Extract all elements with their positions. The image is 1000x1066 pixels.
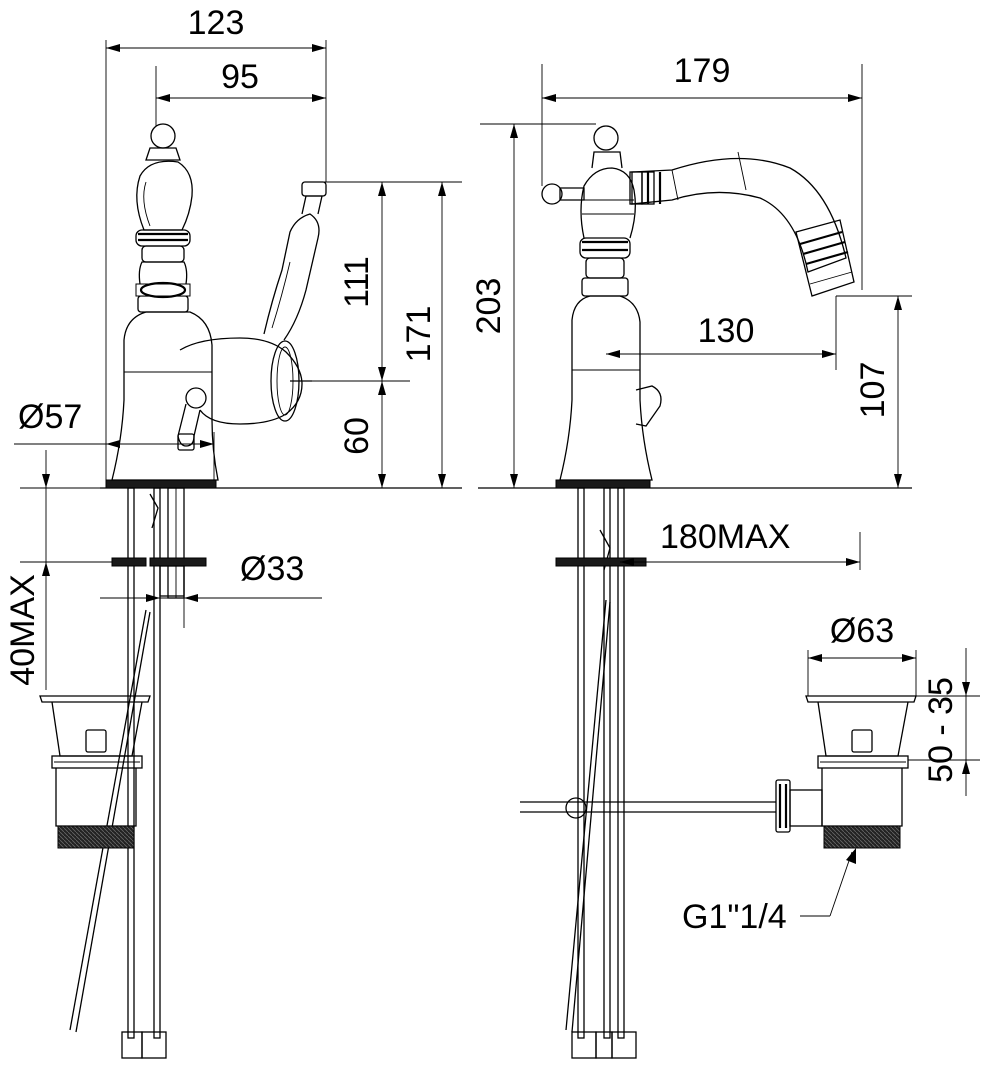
dimension-lines bbox=[14, 40, 980, 917]
dim-height-total-side: 203 bbox=[470, 278, 508, 335]
dim-height-handle: 111 bbox=[338, 256, 376, 308]
dim-thread: G1"1/4 bbox=[682, 898, 787, 936]
dim-rod-length: 180MAX bbox=[660, 518, 790, 556]
dim-height-spout: 107 bbox=[854, 362, 892, 419]
dim-deck-thickness: 40MAX bbox=[4, 574, 42, 686]
dim-spout-reach: 130 bbox=[698, 312, 755, 350]
dimension-labels: 123 95 179 130 Ø57 Ø33 180MAX Ø63 G1"1/4… bbox=[4, 4, 960, 936]
side-view bbox=[478, 125, 917, 1059]
dim-waste-height: 50 - 35 bbox=[922, 677, 960, 783]
waste-left bbox=[39, 695, 151, 849]
dim-width-total: 123 bbox=[188, 4, 245, 42]
dim-waste-diameter: Ø63 bbox=[830, 612, 894, 650]
dim-width-side: 179 bbox=[674, 52, 731, 90]
dim-height-base: 60 bbox=[338, 417, 376, 455]
front-view bbox=[39, 123, 462, 1059]
dim-height-total-front: 171 bbox=[400, 306, 438, 363]
waste-right bbox=[775, 695, 917, 849]
dim-hole-diameter: Ø33 bbox=[240, 550, 304, 588]
dim-width-spout: 95 bbox=[221, 58, 259, 96]
dim-base-diameter: Ø57 bbox=[18, 398, 82, 436]
